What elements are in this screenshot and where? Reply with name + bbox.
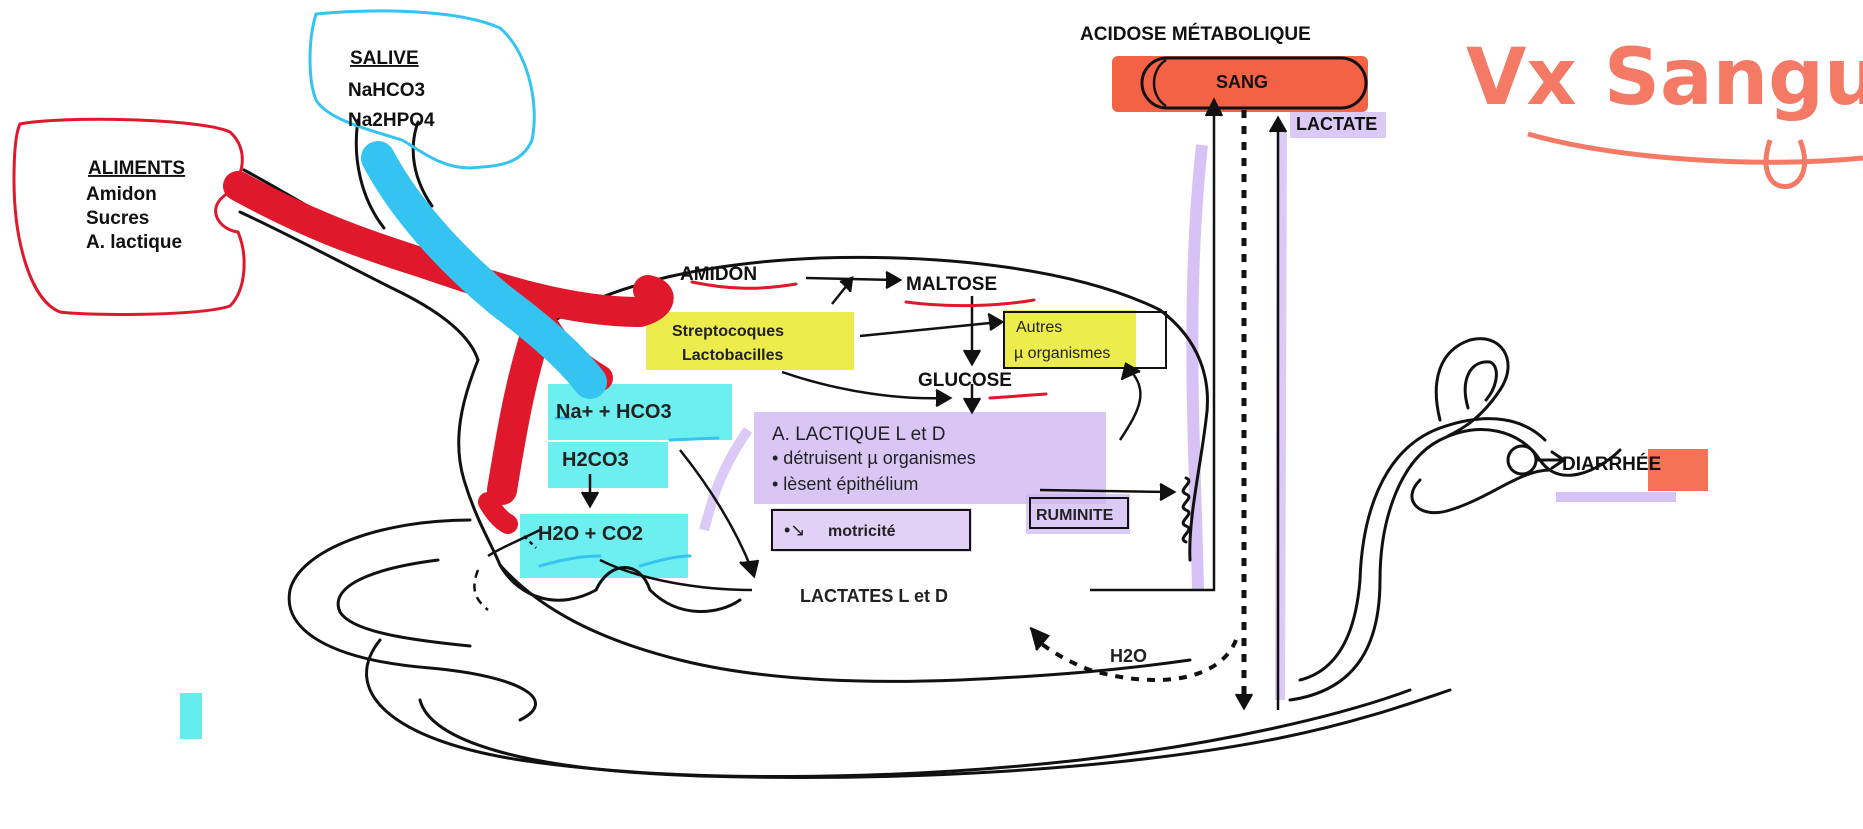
h2co3-label: H2CO3 (562, 449, 629, 471)
h2o-co2-label: H2O + CO2 (538, 523, 643, 545)
salive-item-1: NaHCO3 (348, 80, 425, 101)
lactique-item-2: • lèsent épithélium (772, 474, 918, 494)
aliments-item-2: Sucres (86, 208, 149, 229)
vx-sangui-text: Vx Sangui (1466, 33, 1863, 123)
lactique-item-1: • détruisent µ organismes (772, 448, 976, 468)
h2o-bottom-label: H2O (1110, 646, 1147, 666)
handwriting: Vx Sangui (1466, 33, 1863, 187)
streptocoques-label: Streptocoques (672, 323, 784, 340)
marker-strokes (238, 158, 1046, 566)
salive-item-2: Na2HPO4 (348, 110, 435, 131)
ruminite-label: RUMINITE (1036, 507, 1114, 524)
aliments-item-3: A. lactique (86, 232, 182, 253)
lactates-label: LACTATES L et D (800, 586, 948, 606)
maltose-label: MALTOSE (906, 274, 997, 295)
purple-pipe-left (1192, 145, 1202, 590)
purple-pipe-right (1280, 130, 1282, 700)
glucose-label: GLUCOSE (918, 370, 1012, 391)
aliments-item-1: Amidon (86, 184, 157, 205)
acidose-title: ACIDOSE MÉTABOLIQUE (1080, 23, 1311, 45)
autres-organismes-label: µ organismes (1014, 345, 1110, 362)
na-hco3-label: Na+ + HCO3 (556, 401, 672, 423)
sang-label: SANG (1216, 72, 1268, 92)
lactate-label: LACTATE (1296, 114, 1377, 134)
labels: ALIMENTS Amidon Sucres A. lactique SALIV… (86, 23, 1661, 666)
salive-title: SALIVE (350, 48, 419, 69)
lactobacilles-label: Lactobacilles (682, 347, 783, 364)
aliments-title: ALIMENTS (88, 158, 185, 179)
red-underline-maltose (906, 300, 1034, 306)
red-underline-glucose (990, 394, 1046, 398)
lactique-title: A. LACTIQUE L et D (772, 424, 946, 445)
small-cyan-mark (180, 693, 202, 739)
diarrhee-label: DIARRHÉE (1562, 453, 1661, 475)
motricite-arrow-icon: •↘ (784, 520, 805, 540)
autres-label: Autres (1016, 319, 1062, 336)
diarrhee-underline-purple (1556, 492, 1676, 502)
handwriting-underline (1528, 134, 1863, 162)
motricite-label: motricité (828, 523, 896, 540)
amidon-label: AMIDON (680, 264, 757, 285)
